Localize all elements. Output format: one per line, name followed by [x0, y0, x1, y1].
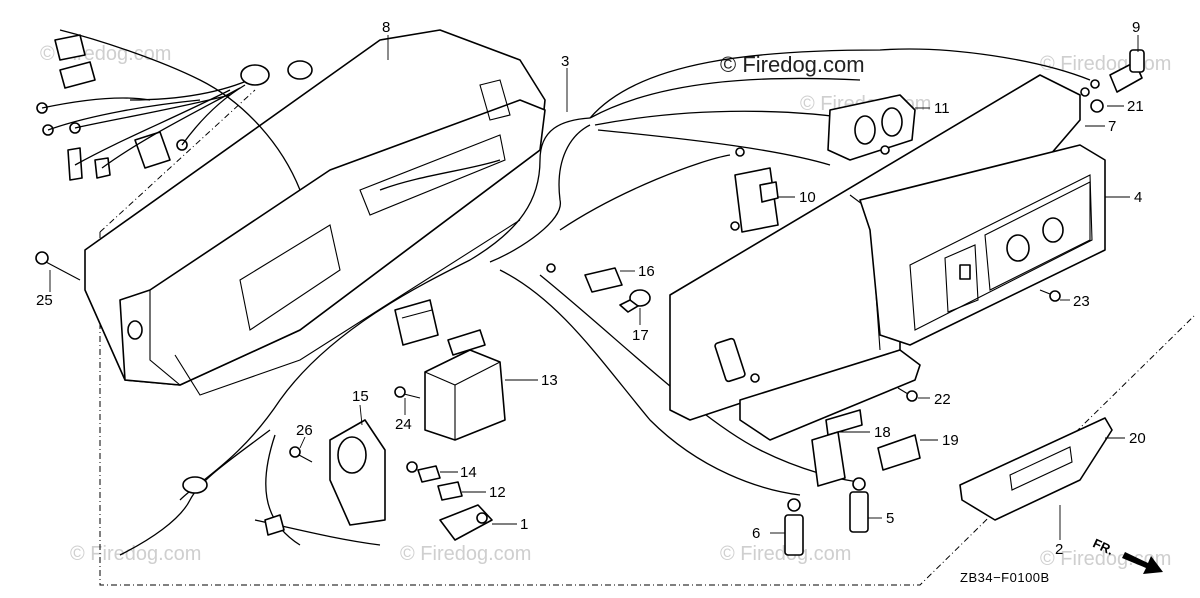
o-ring — [1090, 99, 1104, 113]
callout-17: 17 — [632, 327, 649, 344]
callout-2: 2 — [1055, 541, 1063, 558]
screw-23 — [1039, 289, 1061, 302]
callout-9: 9 — [1132, 19, 1140, 36]
label-19 — [877, 434, 921, 471]
bolt-24 — [394, 386, 421, 399]
callout-11: 11 — [934, 100, 950, 117]
callout-23: 23 — [1073, 293, 1090, 310]
lower-leads — [119, 429, 381, 556]
switch-16 — [546, 263, 623, 293]
screw-22 — [897, 387, 918, 402]
callout-15: 15 — [352, 388, 369, 405]
label-18 — [825, 409, 863, 436]
callout-20: 20 — [1129, 430, 1146, 447]
control-box-housing — [84, 29, 546, 396]
callout-6: 6 — [752, 525, 760, 542]
front-arrow-icon — [1122, 552, 1163, 574]
harness-connector — [394, 299, 439, 346]
callout-7: 7 — [1108, 118, 1116, 135]
callout-10: 10 — [799, 189, 816, 206]
watermark-text: © Firedog.com — [1040, 53, 1171, 75]
callout-3: 3 — [561, 53, 569, 70]
callout-12: 12 — [489, 484, 506, 501]
bolt-25 — [35, 251, 81, 281]
ac-receptacle — [827, 94, 916, 161]
callout-5: 5 — [886, 510, 894, 527]
callout-1: 1 — [520, 516, 528, 533]
watermark-text: © Firedog.com — [70, 543, 201, 565]
circuit-breaker — [730, 147, 779, 233]
regulator-1 — [439, 504, 493, 541]
cover-plate — [959, 417, 1113, 521]
ignition-bracket — [329, 419, 418, 526]
watermark-main: © Firedog.com — [720, 52, 865, 77]
fuse-holder — [1080, 49, 1145, 97]
control-panel-4 — [859, 144, 1106, 346]
assembly-border-top — [99, 89, 256, 233]
callout-18: 18 — [874, 424, 891, 441]
callout-22: 22 — [934, 391, 951, 408]
callout-4: 4 — [1134, 189, 1142, 206]
terminal-6 — [784, 498, 804, 556]
callout-19: 19 — [942, 432, 959, 449]
clip-12 — [437, 481, 463, 501]
watermark-text: © Firedog.com — [400, 543, 531, 565]
callout-21: 21 — [1127, 98, 1144, 115]
diagram-code: ZB34−F0100B — [960, 570, 1050, 585]
bolt-26 — [289, 446, 313, 463]
callout-14: 14 — [460, 464, 477, 481]
leader-lines — [49, 35, 1139, 540]
callout-8: 8 — [382, 19, 390, 36]
callout-26: 26 — [296, 422, 313, 439]
callout-25: 25 — [36, 292, 53, 309]
clamp-17 — [619, 289, 651, 313]
watermark-layer: © Firedog.com © Firedog.com © Firedog.co… — [40, 43, 1171, 570]
callout-16: 16 — [638, 263, 655, 280]
callout-24: 24 — [395, 416, 412, 433]
control-unit — [424, 329, 506, 441]
label-18b — [811, 431, 846, 487]
clip-14 — [417, 465, 441, 483]
terminal-5 — [849, 477, 869, 533]
callout-numbers: 8 3 9 21 7 11 10 4 16 17 23 13 15 24 26 … — [36, 19, 1146, 558]
callout-13: 13 — [541, 372, 558, 389]
harness-terminals-left — [36, 34, 313, 181]
